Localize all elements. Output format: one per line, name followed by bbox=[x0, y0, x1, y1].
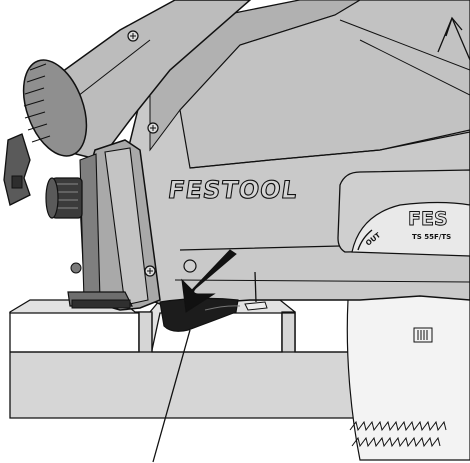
blade-window bbox=[351, 201, 470, 257]
model-label: TS 55F/TS bbox=[412, 233, 451, 241]
side-brand-label: FES bbox=[408, 208, 448, 230]
rotation-arrow-icon bbox=[181, 249, 237, 313]
guard-lever bbox=[244, 271, 268, 311]
depth-scale bbox=[413, 327, 433, 343]
spout-ring bbox=[22, 59, 88, 157]
brand-label: FESTOOL bbox=[166, 176, 299, 204]
depth-knob bbox=[45, 177, 83, 219]
screw-icon bbox=[127, 30, 197, 277]
direction-arrow-icon bbox=[437, 16, 470, 61]
motor-spout bbox=[3, 0, 252, 206]
front-mechanism bbox=[45, 139, 161, 311]
leader-line bbox=[152, 329, 191, 463]
hose-clip bbox=[3, 133, 31, 206]
saw-housing: FESTOOL FES TS 55F/TS OUT bbox=[127, 0, 470, 343]
